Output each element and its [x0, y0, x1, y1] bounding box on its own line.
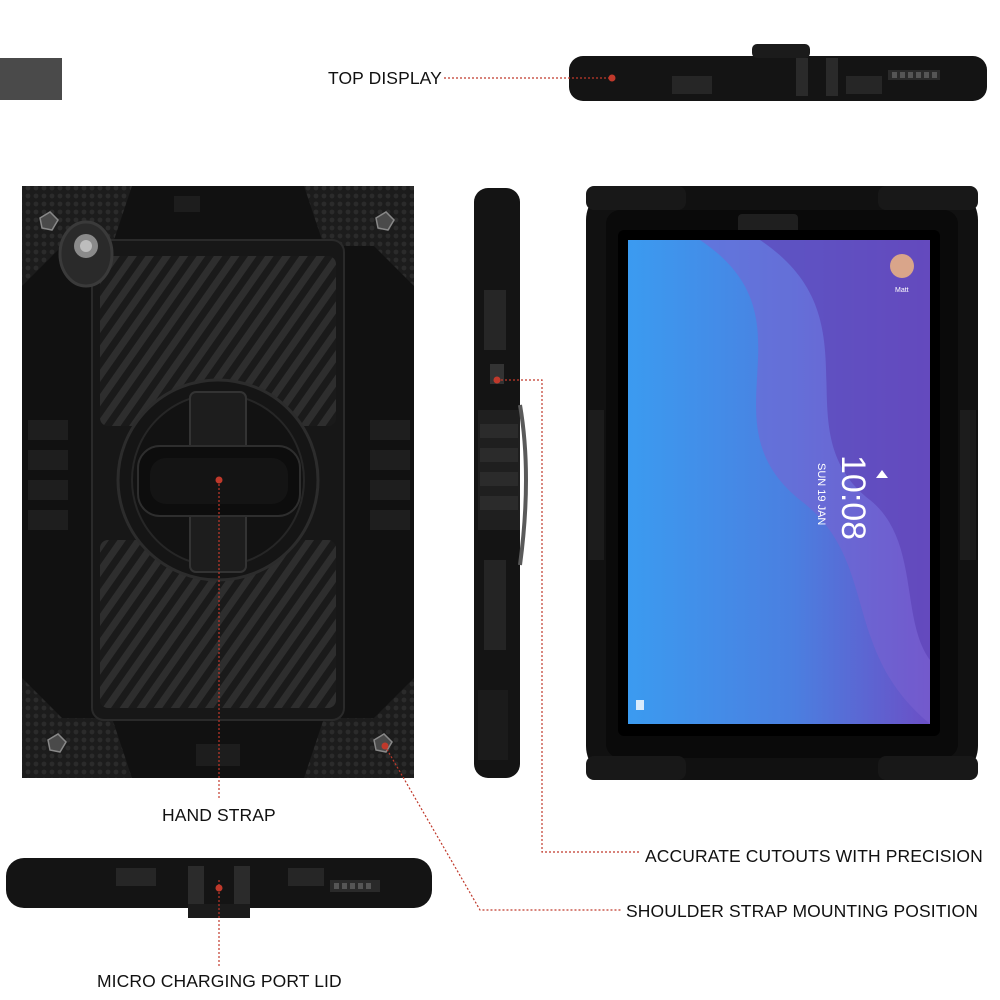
- bottom-edge-view: [6, 858, 432, 918]
- micro-port-label: MICRO CHARGING PORT LID: [97, 971, 342, 991]
- gray-swatch: [0, 58, 62, 100]
- shoulder-strap-label: SHOULDER STRAP MOUNTING POSITION: [626, 901, 978, 921]
- screen-user: Matt: [895, 287, 909, 294]
- screen-time: 10:08: [834, 455, 872, 540]
- leader-dots: [215, 74, 616, 892]
- hand-strap-label: HAND STRAP: [162, 805, 276, 825]
- leader-lines: [218, 77, 640, 968]
- lock-icon: [876, 470, 888, 478]
- top-edge-view: [569, 44, 987, 101]
- screen-date: SUN 19 JAN: [815, 463, 827, 525]
- camera-icon: [636, 700, 644, 710]
- side-view: [474, 188, 528, 778]
- accurate-cutouts-label: ACCURATE CUTOUTS WITH PRECISION: [645, 846, 983, 866]
- top-display-label: TOP DISPLAY: [328, 68, 442, 88]
- front-view: 10:08 SUN 19 JAN Matt: [586, 186, 978, 780]
